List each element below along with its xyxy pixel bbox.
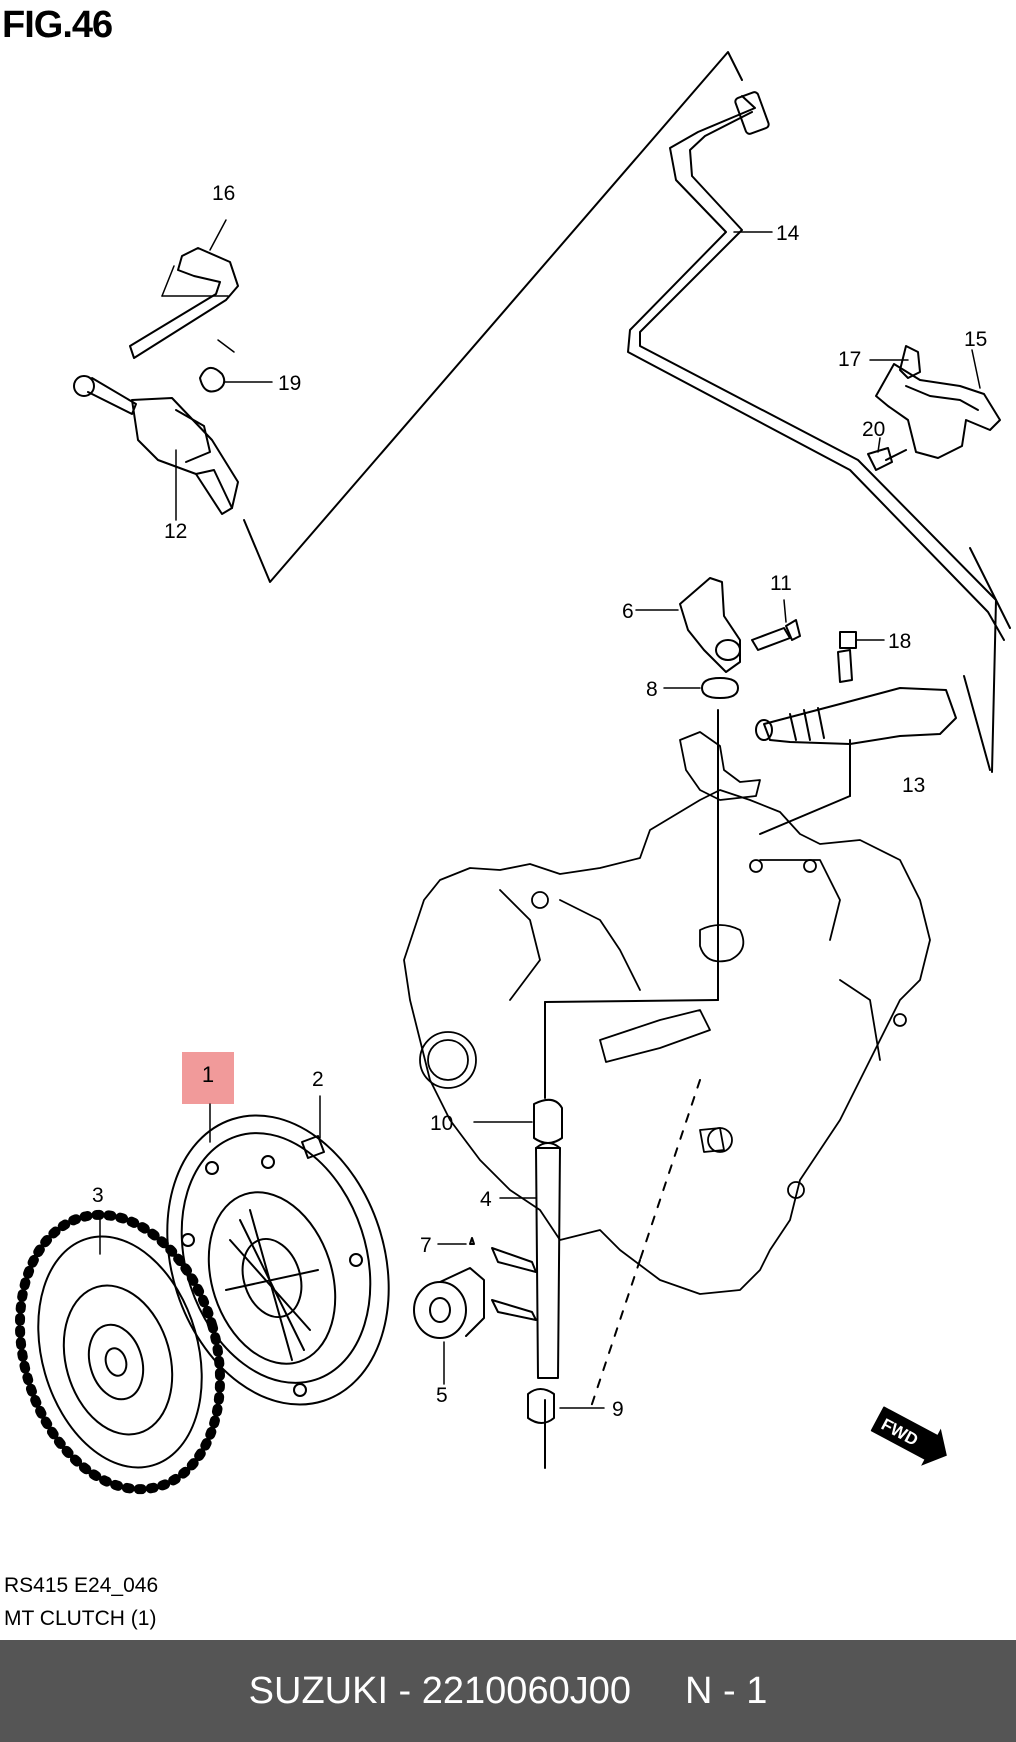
part-label-16: 16	[212, 182, 235, 205]
part-label-2: 2	[312, 1068, 324, 1091]
part-label-19: 19	[278, 372, 301, 395]
bracket-assembly	[867, 345, 1001, 471]
clutch-disc	[14, 1209, 226, 1495]
part-label-6: 6	[622, 600, 634, 623]
release-lever	[635, 577, 801, 699]
part-label-17: 17	[838, 348, 861, 371]
illustration-caption: MT CLUTCH (1)	[4, 1607, 157, 1630]
input-shaft-group	[413, 1098, 605, 1424]
part-label-20: 20	[862, 418, 885, 441]
master-cylinder	[73, 375, 239, 521]
part-label-8: 8	[646, 678, 658, 701]
part-label-4: 4	[480, 1188, 492, 1211]
part-label-7: 7	[420, 1234, 432, 1257]
release-cylinder	[755, 631, 957, 745]
part-label-18: 18	[888, 630, 911, 653]
footer-bar: SUZUKI - 2210060J00 N - 1	[0, 1640, 1016, 1742]
part-labels: 2 3 4 5 6 7 8 9 10 11 12 13 14 15 16 17 …	[92, 182, 987, 1421]
part-label-9: 9	[612, 1398, 624, 1421]
clutch-hose	[129, 219, 273, 393]
part-label-15: 15	[964, 328, 987, 351]
figure-title: FIG.46	[2, 4, 113, 46]
highlighted-part-marker	[182, 1052, 234, 1104]
transmission-case	[403, 731, 931, 1295]
part-label-10: 10	[430, 1112, 453, 1135]
illustration-code: RS415 E24_046	[4, 1574, 159, 1597]
part-label-14: 14	[776, 222, 800, 245]
part-label-5: 5	[436, 1384, 448, 1407]
connector-lines	[243, 51, 997, 1469]
part-label-12: 12	[164, 520, 187, 543]
forward-direction-badge: FWD	[870, 1406, 947, 1466]
part-label-11: 11	[770, 572, 792, 595]
footer-page: N - 1	[684, 1669, 768, 1712]
part-label-13: 13	[902, 774, 925, 797]
highlighted-part-label: 1	[201, 1062, 215, 1087]
clutch-cover	[166, 1095, 390, 1406]
exploded-parts-diagram: FWD 2 3 4 5 6 7 8 9 10 11 12 13 14 15 16…	[14, 51, 1011, 1495]
clutch-pipe	[627, 91, 1011, 641]
footer-part-number: SUZUKI - 2210060J00	[248, 1669, 631, 1712]
part-label-3: 3	[92, 1184, 104, 1207]
